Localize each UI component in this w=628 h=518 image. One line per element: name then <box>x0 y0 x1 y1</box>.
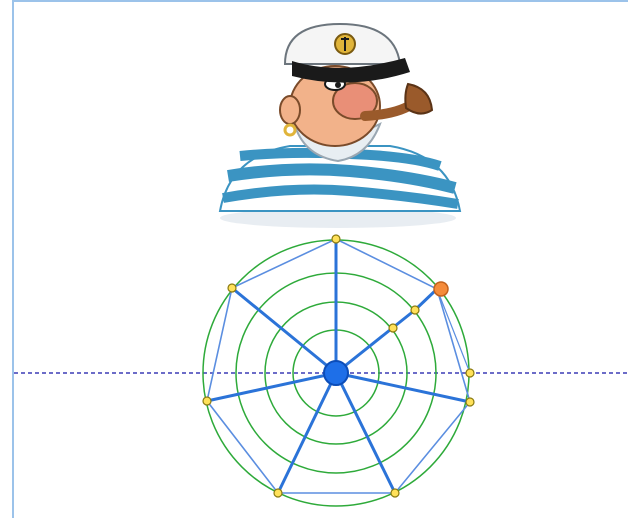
spoke-inner-point[interactable] <box>389 324 397 332</box>
spoke-top-left <box>232 288 336 373</box>
vertex-top[interactable] <box>332 235 340 243</box>
heptagon-edge-to-axis <box>437 289 470 373</box>
spoke-top-right <box>336 310 415 373</box>
vertex-axis-intersection[interactable] <box>466 369 474 377</box>
vertex-right[interactable] <box>466 398 474 406</box>
vertex-bottom-left[interactable] <box>274 489 282 497</box>
vertex-left[interactable] <box>203 397 211 405</box>
spoke-midpoint[interactable] <box>411 306 419 314</box>
center-point[interactable] <box>324 361 348 385</box>
spoke-left <box>207 373 336 401</box>
spoke-bottom-left <box>278 373 336 493</box>
vertex-bottom-right[interactable] <box>391 489 399 497</box>
vertex-top-left[interactable] <box>228 284 236 292</box>
active-point[interactable] <box>434 282 448 296</box>
spoke-bottom-right <box>336 373 395 493</box>
